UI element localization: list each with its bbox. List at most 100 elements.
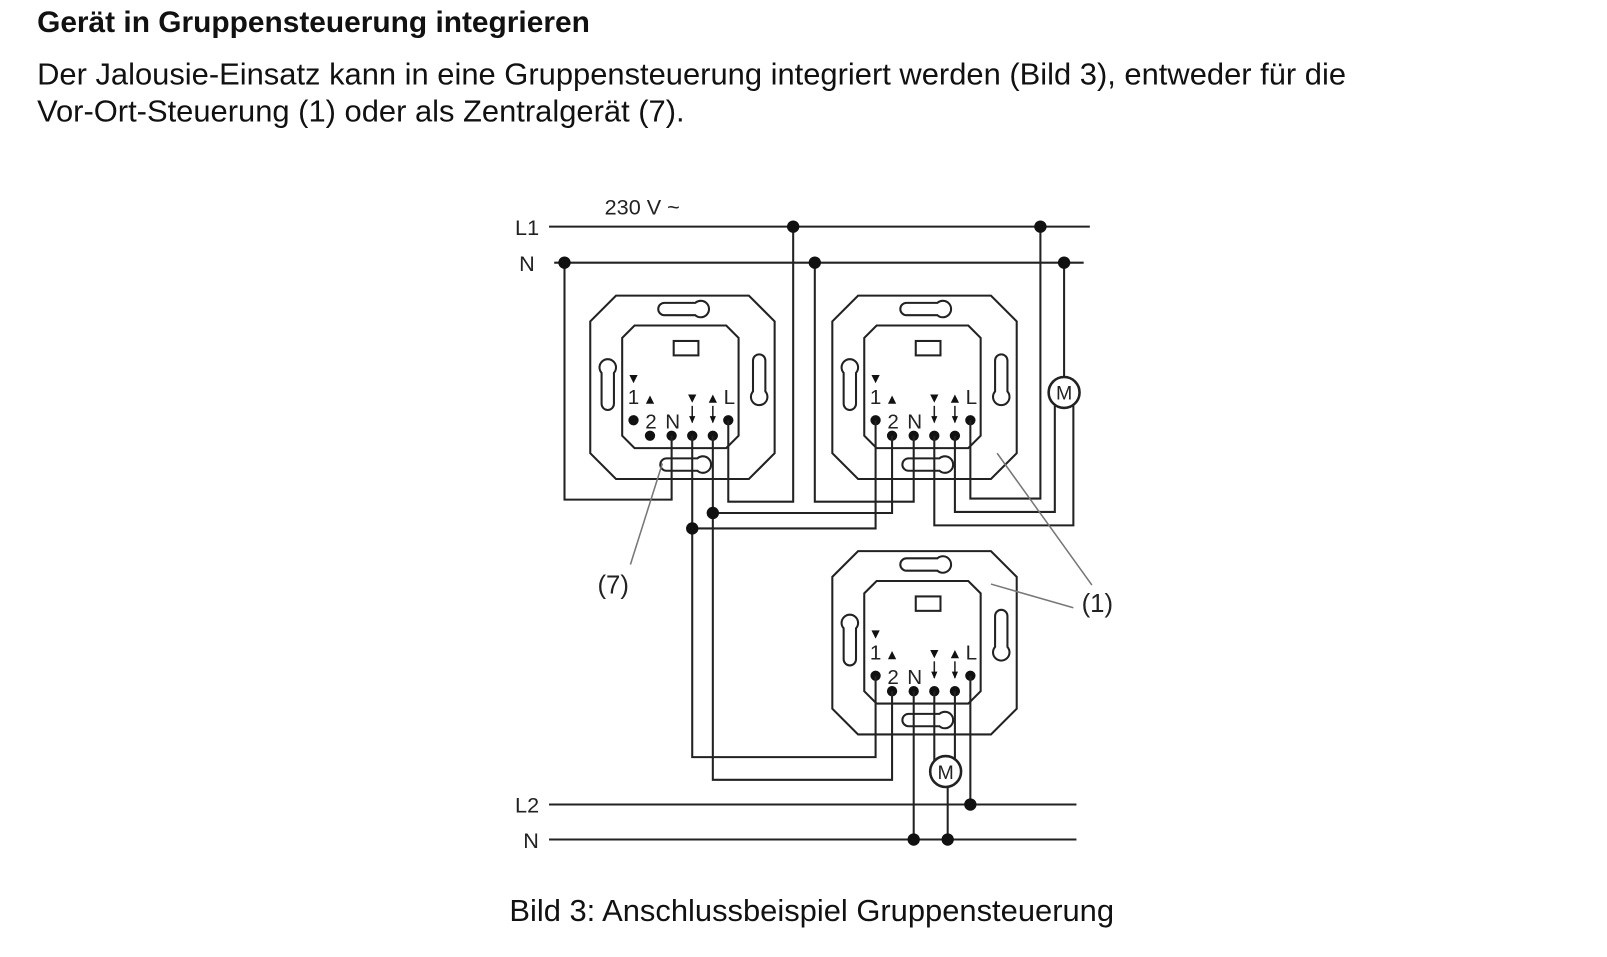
- down-arrow-icon: [688, 394, 697, 403]
- up-arrow-icon: [887, 651, 897, 660]
- mounting-slot: [657, 299, 711, 319]
- wire: [969, 226, 1042, 500]
- junction-dot: [686, 522, 699, 535]
- callout-local-control: (1): [1082, 590, 1113, 618]
- terminal-label-n: N: [665, 411, 680, 434]
- device-insert: [621, 324, 740, 450]
- up-arrow-icon: [708, 394, 717, 403]
- down-arrow-icon: [930, 394, 939, 403]
- device-frame: [831, 294, 1018, 481]
- down-arrow-icon: [930, 649, 939, 659]
- junction-dot: [808, 256, 821, 269]
- terminal-label-2: 2: [645, 411, 656, 434]
- leader-line: [996, 452, 1093, 586]
- wire: [563, 262, 673, 501]
- supply-lines: L1 N 230 V ~ L2 N: [515, 194, 1090, 853]
- device-frame: [589, 294, 776, 481]
- up-arrow-icon: [950, 394, 960, 403]
- terminal-label-2: 2: [887, 411, 898, 434]
- wire: [952, 691, 956, 764]
- junction-dot: [1057, 256, 1071, 269]
- terminal-label-1: 1: [628, 386, 639, 409]
- junction-dot: [706, 506, 720, 520]
- mounting-slot: [992, 353, 1011, 407]
- down-arrow-icon: [871, 374, 880, 384]
- callouts: (7) (1): [597, 452, 1113, 618]
- mounting-slot: [901, 455, 955, 474]
- callout-central-device: (7): [597, 571, 628, 599]
- mounting-slot: [598, 358, 617, 411]
- wire: [711, 435, 894, 781]
- terminal-label-l: L: [966, 641, 977, 664]
- down-arrow-icon: [871, 630, 880, 639]
- wire: [813, 262, 915, 503]
- mounting-slot: [840, 358, 860, 411]
- down-arrow-icon: [709, 416, 716, 424]
- up-arrow-icon: [950, 649, 960, 659]
- down-arrow-icon: [931, 416, 938, 424]
- paragraph-line-1: Der Jalousie-Einsatz kann in eine Gruppe…: [37, 57, 1347, 92]
- leader-line: [629, 463, 664, 565]
- terminal-label-1: 1: [870, 641, 881, 664]
- device-insert: [863, 324, 982, 450]
- wire: [712, 435, 894, 515]
- terminal: [628, 415, 639, 426]
- terminal-label-2: 2: [887, 666, 898, 689]
- leader-line: [990, 583, 1074, 609]
- terminal-label-1: 1: [870, 386, 881, 409]
- junction-dot: [786, 220, 800, 233]
- up-arrow-icon: [887, 395, 897, 404]
- l2-label: L2: [515, 793, 539, 818]
- junction-dot: [907, 833, 920, 846]
- l1-label: L1: [515, 215, 539, 240]
- junction-dot: [558, 256, 571, 269]
- motor-label: M: [937, 762, 953, 784]
- terminal: [644, 430, 656, 441]
- voltage-label: 230 V ~: [605, 194, 680, 219]
- figure-caption: Bild 3: Anschlussbeispiel Gruppensteueru…: [509, 894, 1115, 929]
- mounting-slot: [749, 353, 769, 407]
- motor-top-icon: M: [1047, 375, 1081, 410]
- mounting-slot: [899, 299, 953, 319]
- junction-dot: [1034, 220, 1047, 233]
- wire: [933, 404, 1075, 527]
- down-arrow-icon: [931, 671, 938, 679]
- wire: [692, 420, 877, 530]
- section-heading: Gerät in Gruppensteuerung integrieren: [37, 6, 590, 40]
- n-top-label: N: [519, 251, 535, 276]
- indicator-window: [914, 339, 942, 357]
- device-frame: [831, 550, 1018, 736]
- terminal-label-n: N: [907, 666, 922, 689]
- terminal-label-l: L: [966, 386, 977, 409]
- mounting-slot: [659, 455, 713, 474]
- wire: [953, 404, 1056, 513]
- junction-dots: [558, 220, 1071, 846]
- terminal-label-n: N: [907, 411, 922, 434]
- indicator-window: [914, 595, 942, 612]
- motor-bottom-icon: M: [928, 754, 963, 789]
- n-bottom-label: N: [523, 828, 539, 853]
- terminal-label-l: L: [724, 386, 735, 409]
- mounting-slot: [899, 555, 953, 574]
- intro-paragraph: Der Jalousie-Einsatz kann in eine Gruppe…: [37, 57, 1603, 131]
- down-arrow-icon: [629, 374, 638, 384]
- wire: [727, 226, 795, 503]
- down-arrow-icon: [951, 671, 958, 679]
- paragraph-line-2: Vor-Ort-Steuerung (1) oder als Zentralge…: [37, 94, 685, 129]
- down-arrow-icon: [689, 416, 696, 424]
- up-arrow-icon: [645, 395, 655, 404]
- junction-dot: [941, 833, 954, 846]
- mounting-slot: [992, 608, 1011, 662]
- motor-label: M: [1056, 383, 1072, 405]
- junction-dot: [964, 798, 977, 811]
- wire: [691, 435, 877, 759]
- mounting-slot: [901, 710, 955, 730]
- indicator-window: [672, 339, 700, 357]
- device-insert: [863, 579, 982, 705]
- down-arrow-icon: [951, 416, 958, 424]
